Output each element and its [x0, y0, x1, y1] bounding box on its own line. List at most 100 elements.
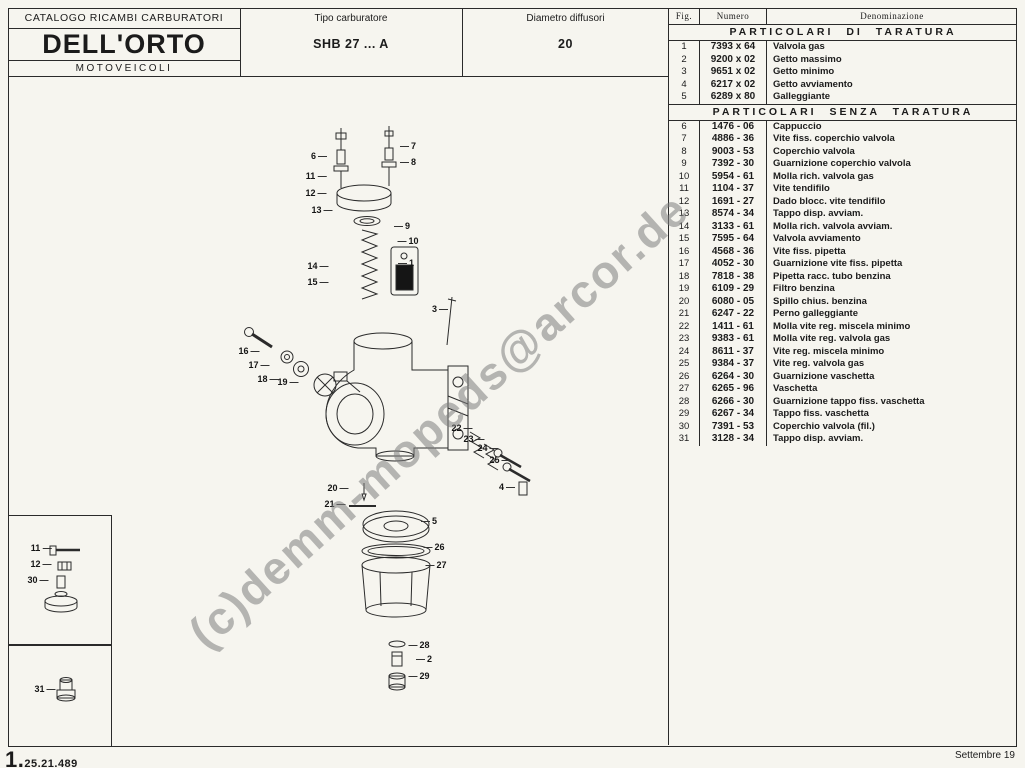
- inset-box-alternate-parts: [8, 515, 112, 646]
- part-name: Vite fiss. coperchio valvola: [773, 133, 895, 144]
- carb-type-label: Tipo carburatore: [314, 13, 388, 24]
- part-name: Guarnizione tappo fiss. vaschetta: [773, 395, 925, 407]
- part-name: Vite fiss. pipetta: [773, 245, 846, 257]
- part-name: Perno galleggiante: [773, 308, 858, 319]
- part-number: 6266 - 30: [700, 395, 767, 408]
- diffuser-column: Diametro diffusori 20: [462, 8, 669, 76]
- part-number: 9200 x 02: [700, 53, 767, 66]
- fig-number: 14: [669, 220, 700, 233]
- fig-number: 24: [669, 345, 700, 358]
- part-number: 6289 x 80: [700, 91, 767, 104]
- part-name: Tappo fiss. vaschetta: [773, 408, 869, 419]
- fig-number: 5: [669, 91, 700, 104]
- part-number: 6265 - 96: [700, 383, 767, 396]
- part-number: 6247 - 22: [700, 308, 767, 321]
- catalog-title: CATALOGO RICAMBI CARBURATORI: [8, 8, 240, 29]
- section-title: PARTICOLARI SENZA TARATURA: [669, 103, 1017, 121]
- part-name: Galleggiante: [773, 91, 831, 102]
- part-number: 6217 x 02: [700, 78, 767, 91]
- part-number: 7393 x 64: [700, 41, 767, 54]
- fig-number: 19: [669, 283, 700, 296]
- fig-number: 8: [669, 145, 700, 158]
- part-name: Coperchio valvola: [773, 145, 855, 157]
- part-name: Coperchio valvola (fil.): [773, 420, 875, 432]
- part-name: Getto avviamento: [773, 78, 853, 90]
- part-name: Molla rich. valvola gas: [773, 170, 874, 182]
- fig-number: 4: [669, 78, 700, 91]
- fig-number: 15: [669, 233, 700, 246]
- fig-number: 3: [669, 66, 700, 79]
- fig-number: 26: [669, 370, 700, 383]
- part-number: 1691 - 27: [700, 195, 767, 208]
- part-name: Vite tendifilo: [773, 183, 830, 194]
- fig-number: 11: [669, 183, 700, 196]
- part-number: 1476 - 06: [700, 120, 767, 133]
- part-number: 9384 - 37: [700, 358, 767, 371]
- parts-panel: Fig. Numero Denominazione PARTICOLARI DI…: [668, 8, 1017, 745]
- part-number: 4886 - 36: [700, 133, 767, 146]
- part-number: 1104 - 37: [700, 183, 767, 196]
- part-number: 3133 - 61: [700, 220, 767, 233]
- part-name: Getto massimo: [773, 53, 842, 65]
- part-name: Guarnizione vite fiss. pipetta: [773, 258, 903, 269]
- fig-number: 21: [669, 308, 700, 321]
- part-number: 8611 - 37: [700, 345, 767, 358]
- fig-number: 2: [669, 53, 700, 66]
- fig-number: 23: [669, 333, 700, 346]
- fig-number: 22: [669, 320, 700, 333]
- fig-number: 25: [669, 358, 700, 371]
- brand-logo: DELL'ORTO: [8, 29, 240, 61]
- part-name: Spillo chius. benzina: [773, 295, 867, 307]
- part-number: 9383 - 61: [700, 333, 767, 346]
- page-header: CATALOGO RICAMBI CARBURATORI DELL'ORTO M…: [8, 8, 669, 77]
- part-name: Molla rich. valvola avviam.: [773, 220, 893, 232]
- fig-number: 10: [669, 170, 700, 183]
- part-number: 6264 - 30: [700, 370, 767, 383]
- part-name: Cappuccio: [773, 120, 822, 132]
- brand-subtitle: MOTOVEICOLI: [75, 63, 173, 74]
- part-name: Dado blocc. vite tendifilo: [773, 195, 886, 207]
- part-name: Molla vite reg. valvola gas: [773, 333, 891, 344]
- part-number: 7595 - 64: [700, 233, 767, 246]
- part-number: 9651 x 02: [700, 66, 767, 79]
- fig-number: 9: [669, 158, 700, 171]
- column-header-denominazione: Denominazione: [860, 11, 924, 21]
- part-number: 7391 - 53: [700, 420, 767, 433]
- fig-number: 30: [669, 420, 700, 433]
- catalog-code: 1.25.21.489: [5, 747, 78, 768]
- part-number: 5954 - 61: [700, 170, 767, 183]
- part-name: Vite reg. miscela minimo: [773, 345, 885, 357]
- fig-number: 16: [669, 245, 700, 258]
- fig-number: 28: [669, 395, 700, 408]
- part-number: 4052 - 30: [700, 258, 767, 271]
- fig-number: 12: [669, 195, 700, 208]
- part-number: 4568 - 36: [700, 245, 767, 258]
- part-number: 9003 - 53: [700, 145, 767, 158]
- part-name: Getto minimo: [773, 66, 835, 77]
- part-name: Valvola gas: [773, 41, 825, 52]
- fig-number: 7: [669, 133, 700, 146]
